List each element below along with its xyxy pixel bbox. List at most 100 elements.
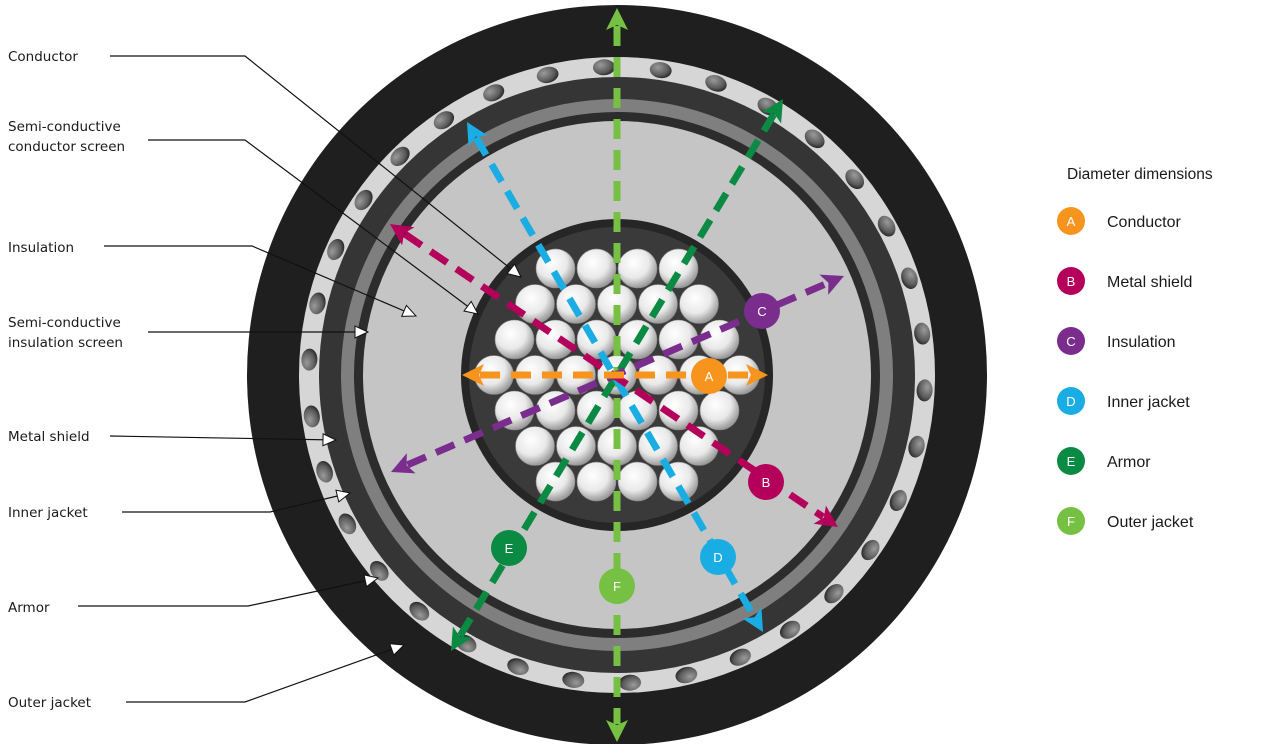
legend-badge-f [1057, 507, 1085, 535]
legend-title: Diameter dimensions [1067, 166, 1213, 183]
leader-line [148, 139, 479, 315]
legend-badge-letter: C [1066, 334, 1075, 349]
armor-wire [316, 461, 333, 483]
conductor-strand [658, 390, 699, 431]
armor-wire [354, 189, 373, 211]
armor-wire [824, 584, 844, 604]
legend-label: Insulation [1107, 334, 1176, 351]
conductor-strand [679, 284, 719, 324]
arrowhead [606, 720, 628, 742]
armor-wire [409, 601, 430, 621]
armor-wire [845, 169, 865, 190]
arrowhead [462, 364, 484, 386]
leader-line [126, 644, 405, 703]
legend-badge-letter: E [1067, 454, 1076, 469]
armor-wire [619, 674, 642, 691]
dimension-badge-letter: E [505, 541, 514, 556]
armor-wire [309, 292, 326, 315]
legend-badge-c [1057, 327, 1085, 355]
leader-arrowhead [463, 300, 479, 315]
dimension-badge-a [691, 358, 727, 394]
conductor-strand [699, 390, 740, 431]
leader-line [104, 245, 417, 317]
armor-wire [779, 620, 801, 639]
callout-metal-shield: Metal shield [8, 429, 90, 445]
arrowhead [762, 99, 783, 124]
armor-wire [705, 74, 727, 92]
legend-item-inner-jacket: D Inner jacket [1057, 387, 1190, 415]
armor-wire [675, 666, 698, 684]
dimension-badge-letter: C [757, 304, 766, 319]
leader-line [78, 577, 379, 607]
dimension-badge-letter: A [705, 369, 714, 384]
dimension-badge-b [748, 464, 784, 500]
armor-wire [507, 658, 529, 676]
legend-badge-letter: B [1067, 274, 1076, 289]
arrowhead [390, 224, 415, 246]
armor-wire [369, 560, 389, 581]
armor-wire [433, 111, 455, 130]
leader-line [122, 492, 351, 513]
legend-label: Conductor [1107, 214, 1181, 231]
legend-badge-b [1057, 267, 1085, 295]
legend-badge-e [1057, 447, 1085, 475]
conductor-strand [494, 319, 535, 360]
legend-item-insulation: C Insulation [1057, 327, 1176, 355]
legend-badge-letter: D [1066, 394, 1075, 409]
dimension-badge-d [700, 539, 736, 575]
armor-wire [327, 238, 345, 261]
arrowhead [746, 364, 768, 386]
arrowhead [813, 505, 838, 527]
conductor-strand [576, 248, 617, 289]
armor-wire [877, 215, 896, 237]
legend-badge-d [1057, 387, 1085, 415]
dimension-badge-c [744, 293, 780, 329]
armor-wire [303, 405, 320, 428]
arrowhead [742, 607, 763, 632]
conductor-strand [576, 461, 617, 502]
legend-badge-letter: F [1067, 514, 1075, 529]
armor-wire [804, 129, 825, 149]
dimension-badge-letter: F [613, 579, 621, 594]
dimension-badge-letter: B [762, 475, 771, 490]
armor-wire [916, 379, 933, 402]
leader-arrowhead [363, 574, 380, 588]
legend: Diameter dimensions A Conductor B Metal … [1057, 166, 1213, 535]
conductor-strand [515, 426, 555, 466]
leader-arrowhead [354, 325, 370, 339]
conductor-strand [515, 284, 555, 324]
legend-label: Outer jacket [1107, 514, 1194, 531]
dimension-badge-f [599, 568, 635, 604]
callout-leaders [78, 55, 522, 703]
armor-wire [390, 146, 410, 166]
leader-arrowhead [322, 432, 338, 447]
dimension-badge-e [491, 530, 527, 566]
armor-wire [592, 59, 615, 76]
leader-line [109, 435, 337, 441]
legend-item-metal-shield: B Metal shield [1057, 267, 1192, 295]
conductor-strand [617, 461, 658, 502]
legend-label: Inner jacket [1107, 394, 1190, 411]
legend-label: Armor [1107, 454, 1151, 471]
arrowhead [606, 8, 628, 30]
conductor-strand [617, 248, 658, 289]
callout-armor: Armor [8, 600, 50, 616]
armor-wire [483, 84, 505, 102]
callout-outer-jacket: Outer jacket [8, 695, 91, 711]
callout-inner-jacket: Inner jacket [8, 505, 88, 521]
callout-insulation: Insulation [8, 240, 74, 256]
armor-wire [729, 648, 751, 666]
legend-badge-a [1057, 207, 1085, 235]
legend-item-conductor: A Conductor [1057, 207, 1181, 235]
arrowhead [391, 453, 416, 474]
callout-conductor: Conductor [8, 49, 78, 65]
legend-item-outer-jacket: F Outer jacket [1057, 507, 1194, 535]
leader-arrowhead [389, 643, 406, 656]
legend-label: Metal shield [1107, 274, 1192, 291]
armor-wires [301, 59, 933, 691]
armor-wire [889, 489, 907, 512]
armor-wire [536, 66, 559, 84]
armor-wire [562, 671, 585, 688]
